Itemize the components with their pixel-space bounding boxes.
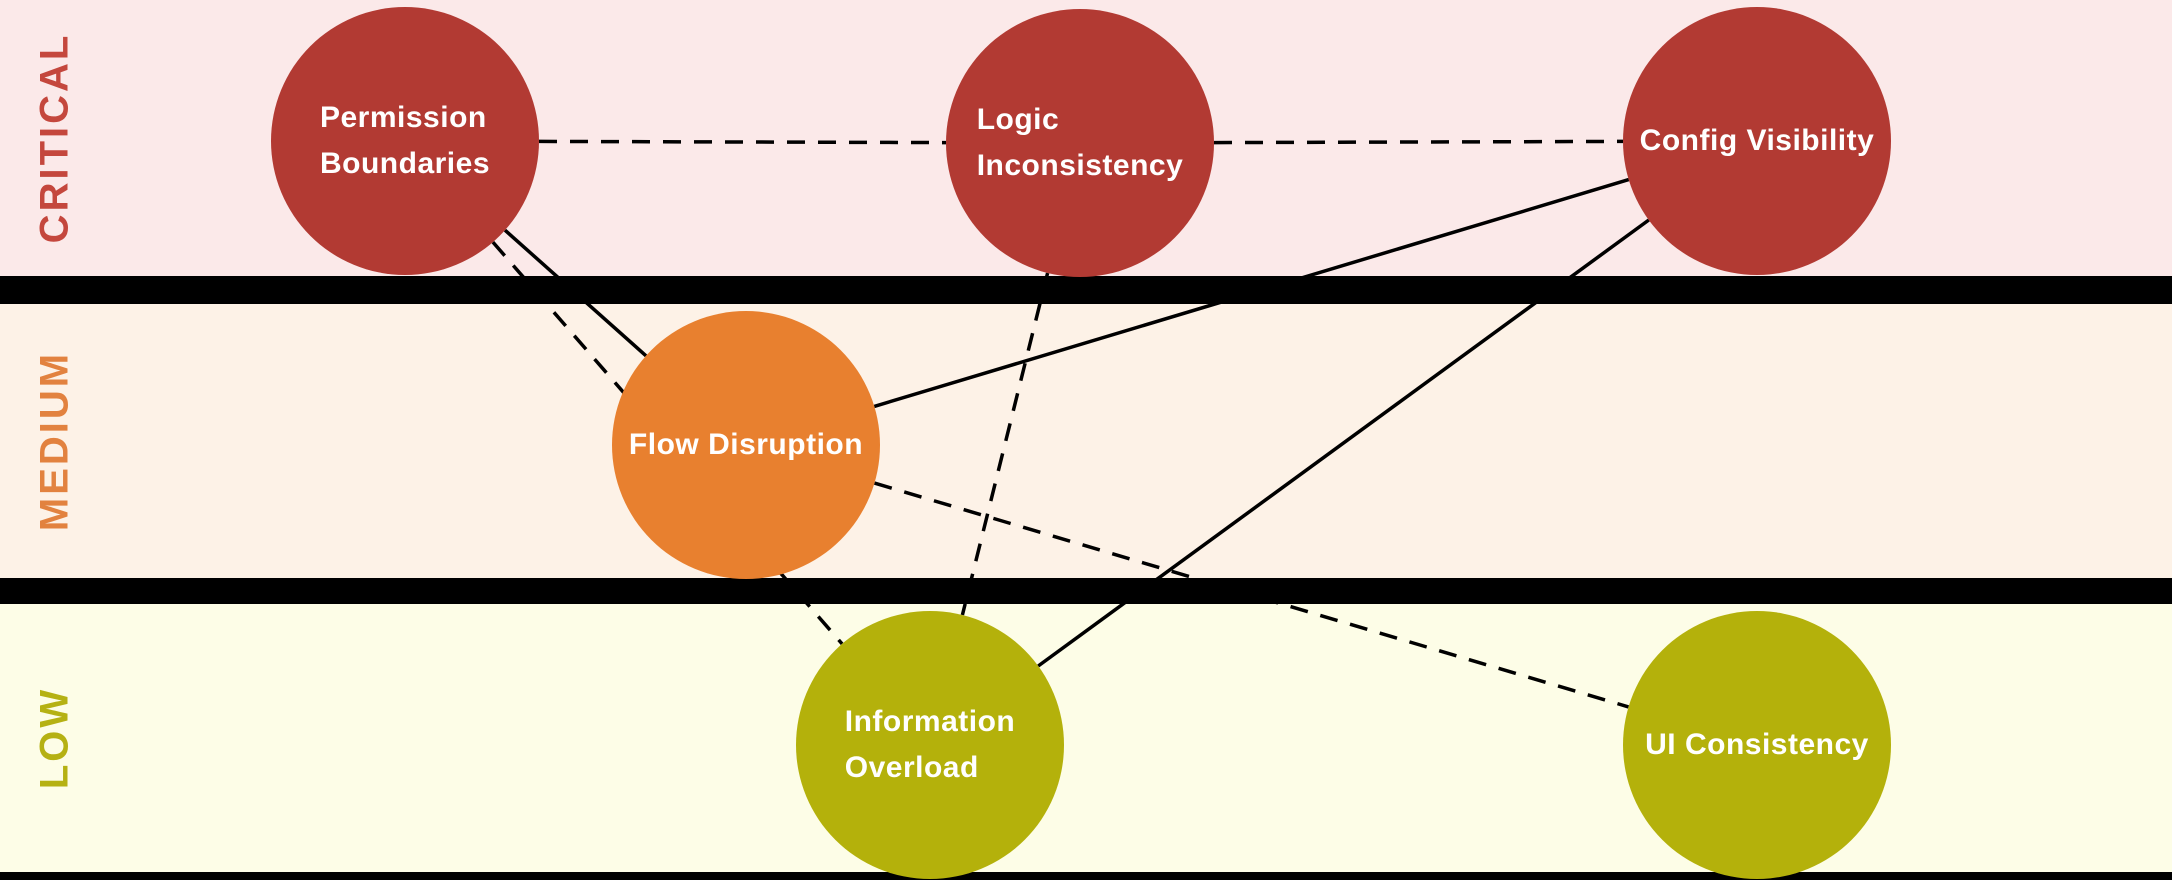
node-ui-consistency[interactable]: UI Consistency (1623, 611, 1891, 879)
node-label-ui-consistency: UI Consistency (1645, 727, 1869, 761)
edge-flow-disruption--config-visibility-solid (873, 177, 1630, 409)
edge-flow-disruption--ui-consistency-dashed (874, 481, 1629, 709)
band-medium: MEDIUM (0, 304, 2172, 578)
edge-permission-boundaries--information-overload-dashed (491, 240, 844, 646)
node-label-flow-disruption: Flow Disruption (628, 427, 864, 461)
edge-permission-boundaries--logic-inconsistency-dashed (538, 139, 947, 145)
band-divider-middle (0, 578, 2172, 604)
edge-logic-inconsistency--information-overload-dashed (960, 272, 1050, 616)
band-divider-bottom (0, 872, 2172, 880)
edge-permission-boundaries--flow-disruption-solid (503, 228, 648, 358)
band-divider-top (0, 276, 2172, 304)
node-flow-disruption[interactable]: Flow Disruption (612, 311, 880, 579)
node-label-config-visibility: Config Visibility (1639, 123, 1875, 157)
node-config-visibility[interactable]: Config Visibility (1623, 7, 1891, 275)
edge-logic-inconsistency--config-visibility-dashed (1213, 139, 1624, 145)
edge-config-visibility--information-overload-solid (1037, 218, 1650, 668)
